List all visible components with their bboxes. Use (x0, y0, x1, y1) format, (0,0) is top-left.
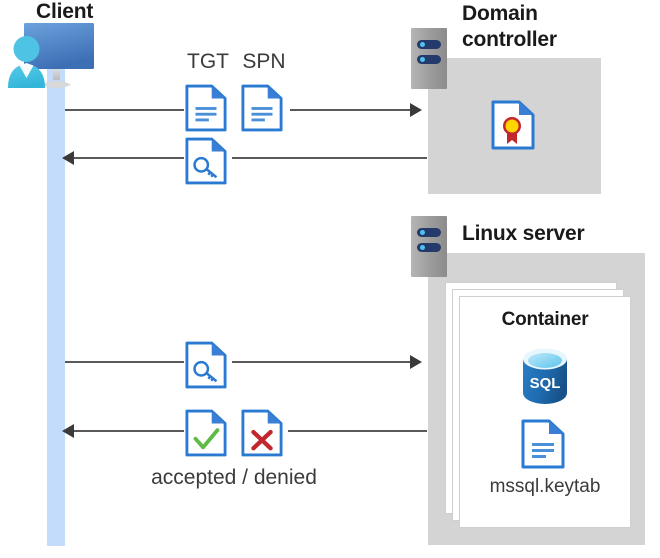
document-key-icon-2 (185, 341, 227, 389)
tgt-label: TGT (187, 50, 229, 73)
server-rack-icon-linux (411, 216, 447, 277)
certificate-document-icon (491, 100, 535, 150)
document-check-icon (185, 409, 227, 457)
document-lines-icon-keytab (521, 419, 565, 469)
domain-controller-title: Domain controller (462, 1, 557, 53)
domain-controller-title-line2: controller (462, 28, 557, 51)
document-cross-icon (241, 409, 283, 457)
message-4-arrowhead (62, 424, 74, 438)
container-card-front (459, 296, 631, 528)
sql-database-icon: SQL (521, 348, 569, 404)
server-rack-icon-dc (411, 28, 447, 89)
spn-label: SPN (242, 50, 286, 73)
message-4-line-left (74, 430, 184, 432)
message-3-line-right (232, 361, 414, 363)
message-2-arrowhead (62, 151, 74, 165)
domain-controller-title-line1: Domain (462, 2, 538, 25)
container-title: Container (501, 309, 589, 330)
message-4-line-right (288, 430, 427, 432)
message-1-line-right (290, 109, 414, 111)
message-2-line-left (74, 157, 184, 159)
document-key-icon-1 (185, 137, 227, 185)
svg-text:SQL: SQL (530, 375, 561, 392)
client-lifeline (47, 60, 65, 546)
document-lines-icon-tgt (185, 84, 227, 132)
message-3-arrowhead (410, 355, 422, 369)
message-3-line-left (65, 361, 184, 363)
keytab-filename-label: mssql.keytab (489, 476, 601, 497)
user-with-monitor-icon (6, 22, 114, 98)
accepted-denied-caption: accepted / denied (151, 466, 317, 489)
linux-server-title: Linux server (462, 222, 585, 245)
message-1-line-left (65, 109, 184, 111)
client-title: Client (36, 0, 94, 23)
message-1-arrowhead (410, 103, 422, 117)
message-2-line-right (232, 157, 427, 159)
document-lines-icon-spn (241, 84, 283, 132)
